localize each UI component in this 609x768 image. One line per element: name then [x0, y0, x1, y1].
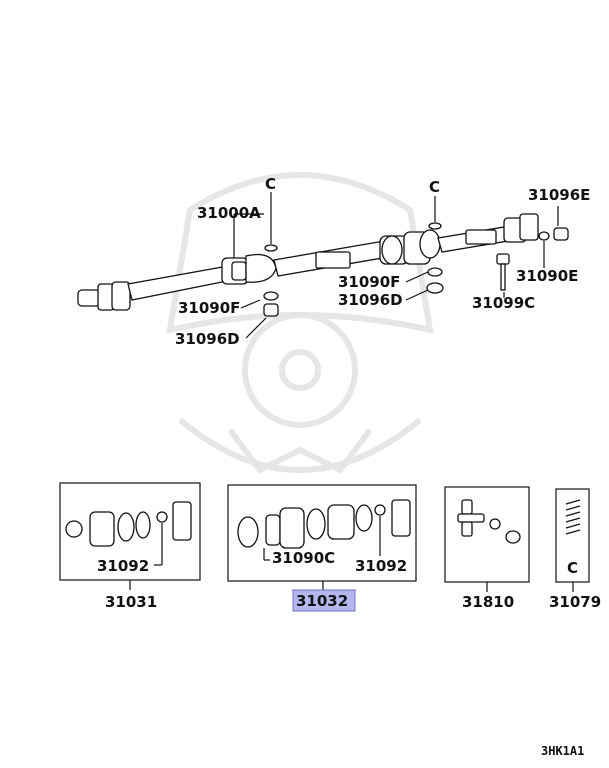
kit-31031-id: 31031 — [105, 593, 157, 611]
kit-31079-inner-label: C — [567, 559, 578, 577]
callout-31090F-left: 31090F — [178, 299, 240, 317]
kit-31031[interactable]: 31092 31031 — [59, 482, 201, 611]
kit-31032-inner-label-2: 31092 — [355, 557, 407, 575]
kit-31031-inner-label: 31092 — [97, 557, 149, 575]
kit-31810-id: 31810 — [462, 593, 514, 611]
kit-31079-id: 31079 — [549, 593, 601, 611]
kit-31032-id: 31032 — [296, 592, 348, 610]
diagram-code: 3HK1A1 — [541, 744, 584, 758]
callout-c-right: C — [429, 178, 440, 196]
callout-31090E: 31090E — [516, 267, 578, 285]
callout-31096E: 31096E — [528, 186, 590, 204]
callout-c-left: C — [265, 175, 276, 193]
callout-31096D-right: 31096D — [338, 291, 403, 309]
left-mount-parts — [233, 192, 279, 339]
callout-31000A: 31000A — [197, 204, 261, 222]
callout-31090F-right: 31090F — [338, 273, 400, 291]
callout-31096D-left: 31096D — [175, 330, 240, 348]
kit-31032-inner-label-1: 31090C — [272, 549, 335, 567]
kit-31810[interactable]: 31810 — [444, 486, 530, 611]
propeller-shaft — [77, 213, 539, 311]
kit-31032[interactable]: 31090C 31092 31032 — [227, 484, 417, 612]
watermark-emblem — [166, 172, 434, 474]
kit-31032-highlight — [292, 589, 356, 612]
right-mount-parts — [405, 196, 569, 301]
callout-31099C: 31099C — [472, 294, 535, 312]
kit-31079[interactable]: C 31079 — [549, 488, 601, 611]
